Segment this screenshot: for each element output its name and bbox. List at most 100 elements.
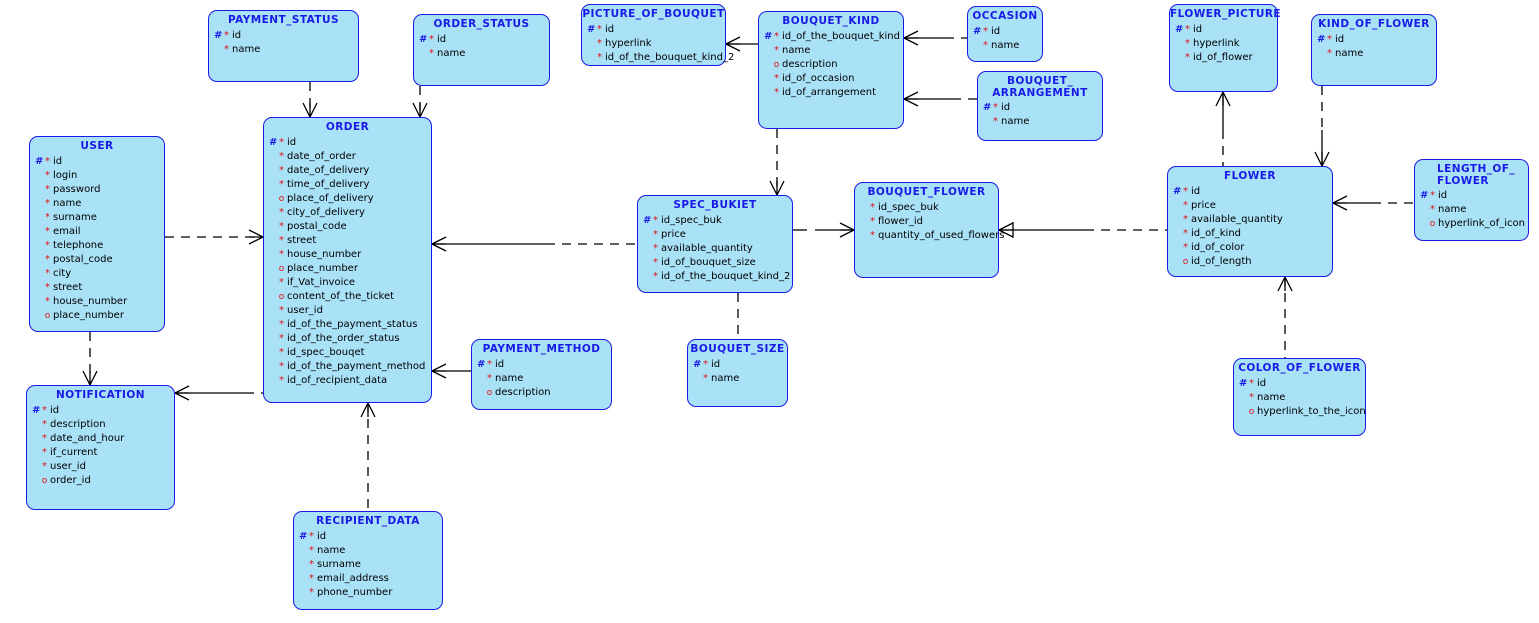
primary-key-icon: # (1317, 33, 1326, 45)
attribute-name: house_number (53, 295, 128, 307)
attribute-list: *id_spec_buk*flower_id*quantity_of_used_… (855, 201, 1004, 246)
attribute-row: *date_and_hour (32, 432, 170, 446)
attribute-name: name (232, 43, 261, 55)
entity-spec_bukiet[interactable]: SPEC_BUKIET#*id_spec_buk*price*available… (637, 195, 793, 293)
attribute-name: name (495, 372, 524, 384)
link-bouquet-kind-occasion (903, 30, 967, 46)
attribute-row: *id_of_occasion (764, 72, 899, 86)
attribute-row: #*id (587, 23, 721, 37)
attribute-row: #*id (35, 155, 160, 169)
attribute-name: user_id (287, 304, 323, 316)
attribute-name: id_spec_buk (878, 201, 939, 213)
mandatory-marker-icon: * (703, 358, 708, 370)
attribute-row: #*id (299, 530, 438, 544)
attribute-row: #*id (1239, 377, 1361, 391)
entity-payment_status[interactable]: PAYMENT_STATUS#*id*name (208, 10, 359, 82)
primary-key-icon: # (269, 136, 278, 148)
mandatory-marker-icon: * (45, 295, 50, 307)
primary-key-icon: # (35, 155, 44, 167)
optional-marker-icon: o (1182, 256, 1189, 267)
entity-order_status[interactable]: ORDER_STATUS#*id*name (413, 14, 550, 86)
attribute-name: name (317, 544, 346, 556)
entity-bouquet_kind[interactable]: BOUQUET_KIND#*id_of_the_bouquet_kind*nam… (758, 11, 904, 129)
mandatory-marker-icon: * (279, 136, 284, 148)
mandatory-marker-icon: * (653, 242, 658, 254)
entity-flower[interactable]: FLOWER#*id*price*available_quantity*id_o… (1167, 166, 1333, 277)
attribute-name: available_quantity (661, 242, 753, 254)
mandatory-marker-icon: * (487, 358, 492, 370)
entity-picture_of_bouquet[interactable]: PICTURE_OF_BOUQUET#*id*hyperlink*id_of_t… (581, 4, 734, 66)
attribute-row: #*id (973, 25, 1038, 39)
attribute-row: #*id (214, 29, 354, 43)
mandatory-marker-icon: * (45, 197, 50, 209)
attribute-name: id_of_kind (1191, 227, 1242, 239)
attribute-row: *name (1420, 203, 1524, 217)
mandatory-marker-icon: * (993, 116, 998, 127)
attribute-name: hyperlink_to_the_icon (1257, 405, 1366, 417)
attribute-row: *if_current (32, 446, 170, 460)
mandatory-marker-icon: * (279, 164, 284, 176)
mandatory-marker-icon: * (1430, 204, 1435, 215)
optional-marker-icon: o (486, 387, 493, 398)
attribute-row: #*id_spec_buk (643, 214, 788, 228)
attribute-row: *street (269, 234, 427, 248)
mandatory-marker-icon: * (45, 239, 50, 251)
entity-bouquet_size[interactable]: BOUQUET_SIZE#*id*name (687, 339, 788, 407)
entity-kind_of_flower[interactable]: KIND_OF_FLOWER#*id*name (1311, 14, 1437, 86)
link-spec-bukiet-bouquet-flower (793, 222, 855, 238)
attribute-name: hyperlink_of_icon (1438, 218, 1525, 229)
mandatory-marker-icon: * (1183, 185, 1188, 197)
entity-title-picture_of_bouquet: PICTURE_OF_BOUQUET (582, 8, 725, 20)
attribute-row: *quantity_of_used_flowers (860, 229, 1004, 243)
mandatory-marker-icon: * (279, 276, 284, 288)
attribute-name: id_spec_bouqet (287, 346, 365, 358)
attribute-name: hyperlink (1193, 37, 1240, 49)
attribute-name: id (1191, 185, 1201, 197)
entity-recipient_data[interactable]: RECIPIENT_DATA#*id*name*surname*email_ad… (293, 511, 443, 610)
mandatory-marker-icon: * (279, 234, 284, 246)
primary-key-icon: # (214, 29, 223, 41)
attribute-list: #*id_spec_buk*price*available_quantity*i… (638, 214, 792, 287)
entity-occasion[interactable]: OCCASION#*id*name (967, 6, 1043, 62)
attribute-row: *price (1173, 199, 1328, 213)
attribute-name: id (232, 29, 242, 41)
attribute-name: if_Vat_invoice (287, 276, 355, 288)
attribute-name: available_quantity (1191, 213, 1283, 225)
entity-flower_picture[interactable]: FLOWER_PICTURE#*id*hyperlink*id_of_flowe… (1169, 4, 1281, 92)
entity-bouquet_flower[interactable]: BOUQUET_FLOWER*id_spec_buk*flower_id*qua… (854, 182, 1004, 278)
mandatory-marker-icon: * (309, 544, 314, 556)
entity-order[interactable]: ORDER#*id*date_of_order*date_of_delivery… (263, 117, 432, 403)
attribute-name: price (661, 228, 686, 240)
attribute-name: street (287, 234, 317, 246)
link-notification-order (174, 385, 263, 401)
entity-bouquet_arrangement[interactable]: BOUQUET_ ARRANGEMENT#*id*name (977, 71, 1103, 141)
attribute-row: *phone_number (299, 586, 438, 600)
attribute-row: *name (1239, 391, 1361, 405)
attribute-list: #*id*login*password*name*surname*email*t… (30, 155, 164, 326)
attribute-name: date_of_order (287, 150, 356, 162)
attribute-name: id (317, 530, 327, 542)
attribute-list: #*id*name (1312, 33, 1436, 64)
mandatory-marker-icon: * (774, 72, 779, 84)
entity-user[interactable]: USER#*id*login*password*name*surname*ema… (29, 136, 165, 332)
attribute-row: #*id (32, 404, 170, 418)
attribute-row: *id_of_bouquet_size (643, 256, 788, 270)
attribute-name: id_of_the_order_status (287, 332, 400, 344)
attribute-row: *name (477, 372, 607, 386)
entity-notification[interactable]: NOTIFICATION#*id*description*date_and_ho… (26, 385, 175, 510)
attribute-list: #*id*name (688, 358, 787, 389)
mandatory-marker-icon: * (45, 253, 50, 265)
link-user-order (165, 229, 264, 245)
attribute-name: id (437, 33, 447, 45)
attribute-row: *description (32, 418, 170, 432)
link-picture-of-bouquet-bouquet-kind (725, 36, 758, 52)
